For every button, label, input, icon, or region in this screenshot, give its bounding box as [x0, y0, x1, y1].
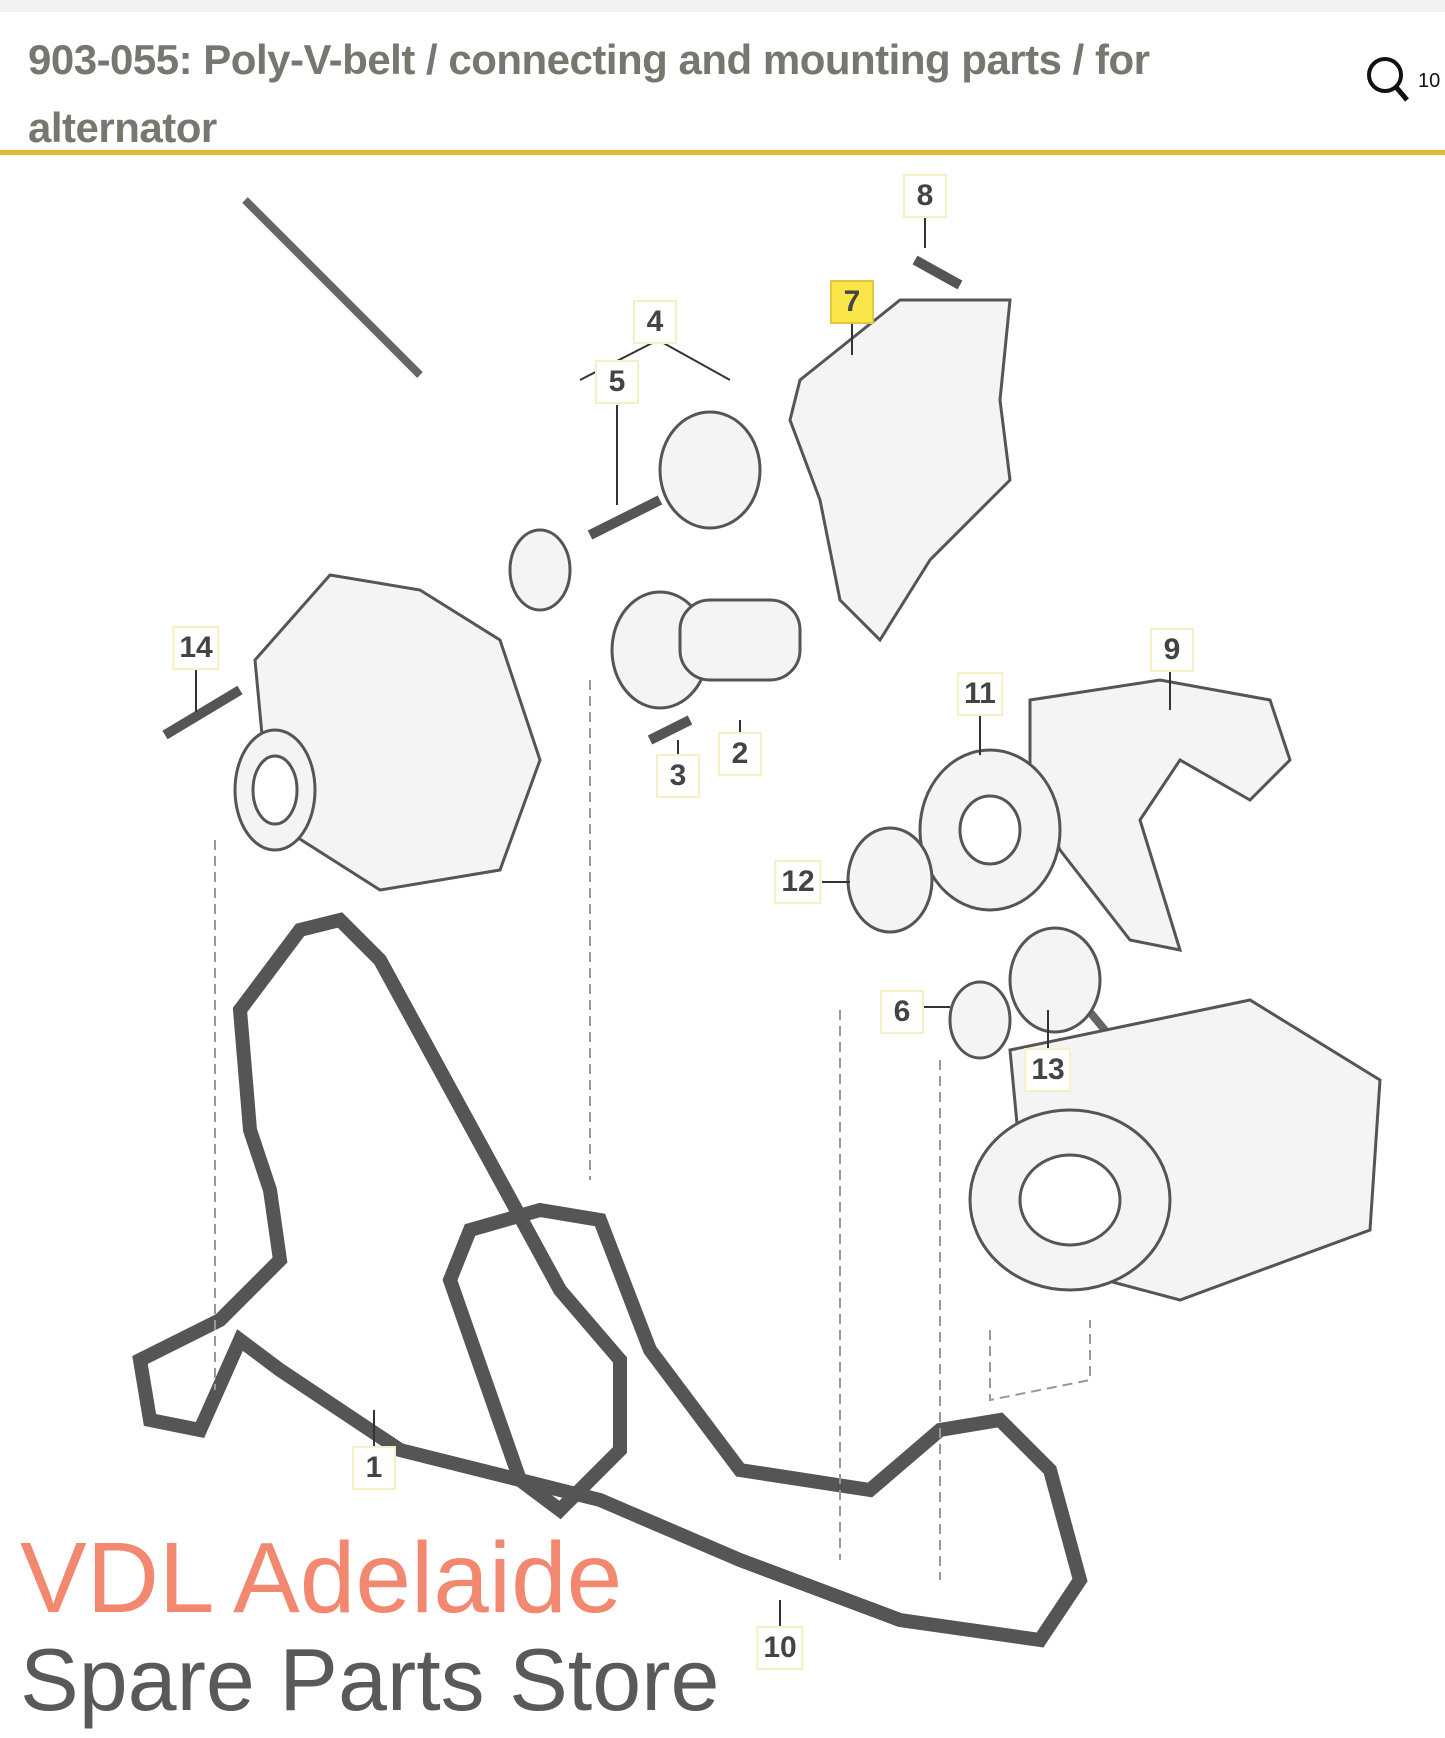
callout-11[interactable]: 11 [957, 672, 1003, 716]
callout-4[interactable]: 4 [633, 300, 677, 344]
callout-12[interactable]: 12 [774, 860, 822, 904]
tensioner-2 [610, 590, 802, 710]
idler-pulley-small [508, 528, 572, 612]
bracket-7 [788, 298, 1012, 643]
exploded-view-drawing [132, 197, 1382, 1648]
page-title: 903-055: Poly-V-belt / connecting and mo… [28, 36, 1150, 151]
bolt-14 [162, 685, 243, 740]
ac-compressor [968, 998, 1382, 1302]
zoom-level: 10 [1418, 70, 1441, 92]
bracket-9 [1028, 678, 1292, 952]
page-header: 903-055: Poly-V-belt / connecting and mo… [0, 12, 1445, 152]
watermark-vdl-adelaide: VDL Adelaide [20, 1522, 623, 1634]
idler-pulley-13 [1008, 926, 1102, 1034]
zoom-magnifier-icon[interactable] [1355, 50, 1445, 110]
poly-v-belt-1 [132, 912, 1088, 1648]
bolt-3 [647, 715, 693, 745]
callout-7[interactable]: 7 [830, 280, 874, 324]
callout-3[interactable]: 3 [656, 754, 700, 798]
bolt-8 [912, 255, 963, 290]
watermark-spare-parts-store: Spare Parts Store [20, 1630, 720, 1729]
washer-6 [948, 980, 1012, 1060]
top-strip [0, 0, 1445, 12]
leader-lines [214, 680, 1091, 1580]
callout-13[interactable]: 13 [1024, 1048, 1072, 1092]
watermark-stroke [242, 197, 423, 378]
parts-diagram: 1 2 3 4 5 6 7 8 9 10 11 12 13 14 [0, 160, 1445, 1733]
callout-2[interactable]: 2 [718, 732, 762, 776]
header-divider [0, 150, 1445, 155]
callout-8[interactable]: 8 [903, 174, 947, 218]
idler-pulley-4 [658, 410, 762, 530]
callout-14[interactable]: 14 [172, 626, 220, 670]
idler-pulley-12 [846, 826, 934, 934]
callout-5[interactable]: 5 [595, 360, 639, 404]
callout-1[interactable]: 1 [352, 1446, 396, 1490]
callout-9[interactable]: 9 [1150, 628, 1194, 672]
callout-10[interactable]: 10 [756, 1626, 804, 1670]
callout-6[interactable]: 6 [880, 990, 924, 1034]
alternator [233, 573, 542, 892]
bolt-5 [587, 495, 663, 540]
